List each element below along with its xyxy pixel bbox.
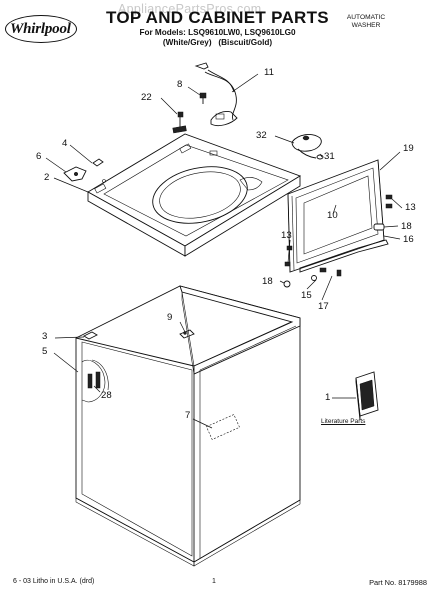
callout-leader-lines [45, 73, 403, 429]
callout-13-left: 13 [281, 230, 292, 241]
callout-19: 19 [403, 143, 414, 154]
brand-logo: Whirlpool [10, 21, 71, 37]
literature-parts-label: Literature Parts [321, 418, 366, 425]
top-hinge-and-clip [63, 158, 104, 182]
callout-4: 4 [62, 138, 68, 149]
callout-17: 17 [318, 301, 329, 312]
callout-11: 11 [264, 67, 274, 78]
callout-2: 2 [44, 172, 50, 183]
cabinet-clips [83, 329, 195, 389]
literature-parts-booklet [355, 371, 379, 421]
footer-litho-info: 6 - 03 Litho in U.S.A. (drd) [13, 578, 95, 585]
callout-18-left: 18 [262, 276, 273, 287]
lid-hinge-parts [291, 134, 324, 160]
watermark-text: AppliancePartsPros.com [118, 2, 262, 16]
brand-logo-ring [5, 15, 77, 43]
callout-3: 3 [42, 331, 48, 342]
footer-part-number: Part No. 8179988 [369, 578, 427, 587]
callout-10: 10 [327, 210, 338, 221]
model-colors: (White/Grey) (Biscuit/Gold) [162, 38, 273, 47]
callout-28: 28 [101, 390, 112, 401]
lid-switch-harness [194, 62, 238, 127]
callout-18-right: 18 [401, 221, 412, 232]
callout-16: 16 [403, 234, 414, 245]
callout-31: 31 [324, 151, 335, 162]
page-title: TOP AND CABINET PARTS [106, 8, 329, 27]
footer-page-number: 1 [212, 578, 216, 585]
top-screws [172, 92, 207, 134]
product-type-line2: WASHER [351, 22, 381, 29]
callout-7: 7 [185, 410, 191, 421]
model-numbers: For Models: LSQ9610LW0, LSQ9610LG0 [139, 28, 296, 37]
callout-32: 32 [256, 130, 267, 141]
washer-cabinet [75, 285, 301, 567]
product-type-line1: AUTOMATIC [346, 14, 386, 21]
callout-6: 6 [36, 151, 42, 162]
callout-8: 8 [177, 79, 183, 90]
lid-assembly [287, 159, 385, 273]
product-type: AUTOMATIC WASHER [331, 14, 401, 30]
model-list: For Models: LSQ9610LW0, LSQ9610LG0 (Whit… [0, 28, 435, 48]
callout-1: 1 [325, 392, 331, 403]
callout-9: 9 [167, 312, 173, 323]
callout-13-right: 13 [405, 202, 416, 213]
callout-22: 22 [141, 92, 152, 103]
callout-5: 5 [42, 346, 48, 357]
callout-15: 15 [301, 290, 312, 301]
washer-top-panel [87, 133, 302, 257]
